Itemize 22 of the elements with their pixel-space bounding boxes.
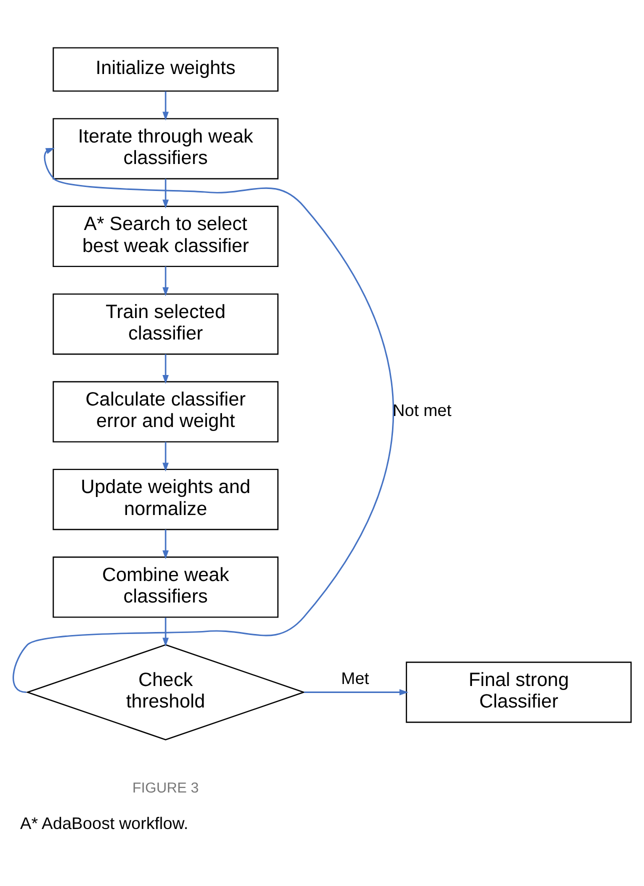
arrow bbox=[162, 530, 169, 560]
node-box: Update weights and normalize bbox=[52, 468, 279, 530]
arrow bbox=[162, 91, 169, 121]
edge-label: Not met bbox=[392, 401, 452, 420]
arrow bbox=[304, 689, 408, 696]
node-box: Initialize weights bbox=[52, 47, 279, 92]
caption: A* AdaBoost workflow. bbox=[20, 814, 188, 833]
arrow bbox=[162, 618, 169, 647]
node-box: A* Search to select best weak classifier bbox=[52, 206, 279, 268]
arrow bbox=[162, 266, 169, 296]
node-box: Calculate classifier error and weight bbox=[52, 381, 279, 442]
node-box: Final strong Classifier bbox=[406, 662, 632, 723]
node-box: Iterate through weak classifiers bbox=[52, 118, 279, 180]
node-box: Combine weak classifiers bbox=[52, 556, 279, 618]
arrow bbox=[162, 178, 169, 209]
edge-label: Met bbox=[341, 669, 370, 688]
label: FIGURE 3 bbox=[132, 780, 199, 797]
arrow bbox=[12, 148, 394, 693]
arrow bbox=[162, 442, 169, 472]
node-diamond: Check threshold bbox=[26, 644, 306, 740]
node-box: Train selected classifier bbox=[52, 293, 279, 355]
arrow bbox=[162, 354, 169, 384]
